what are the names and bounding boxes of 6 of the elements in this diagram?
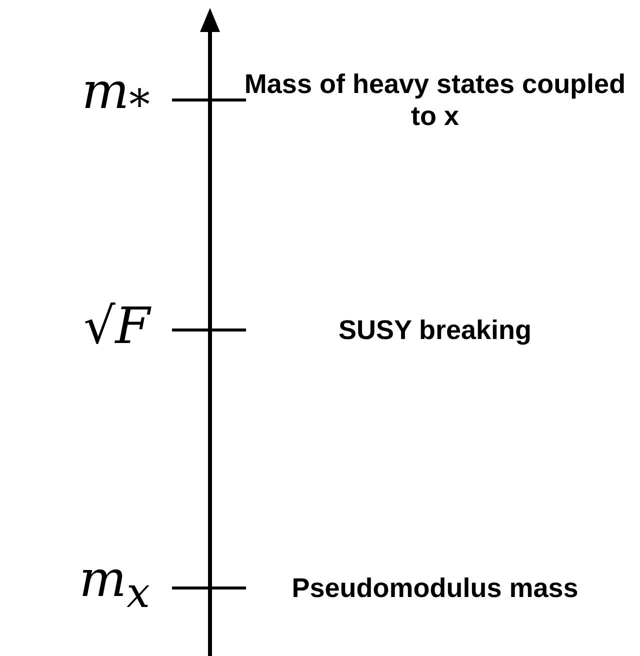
scale-symbol: m$_{x}$ <box>79 554 150 614</box>
scale-description: Mass of heavy states coupled to x <box>243 68 627 132</box>
scale-symbol: m$_{*}$ <box>82 66 150 126</box>
scale-description: Pseudomodulus mass <box>290 572 580 604</box>
scale-symbol: √F <box>83 301 150 351</box>
scale-description: SUSY breaking <box>337 314 533 346</box>
